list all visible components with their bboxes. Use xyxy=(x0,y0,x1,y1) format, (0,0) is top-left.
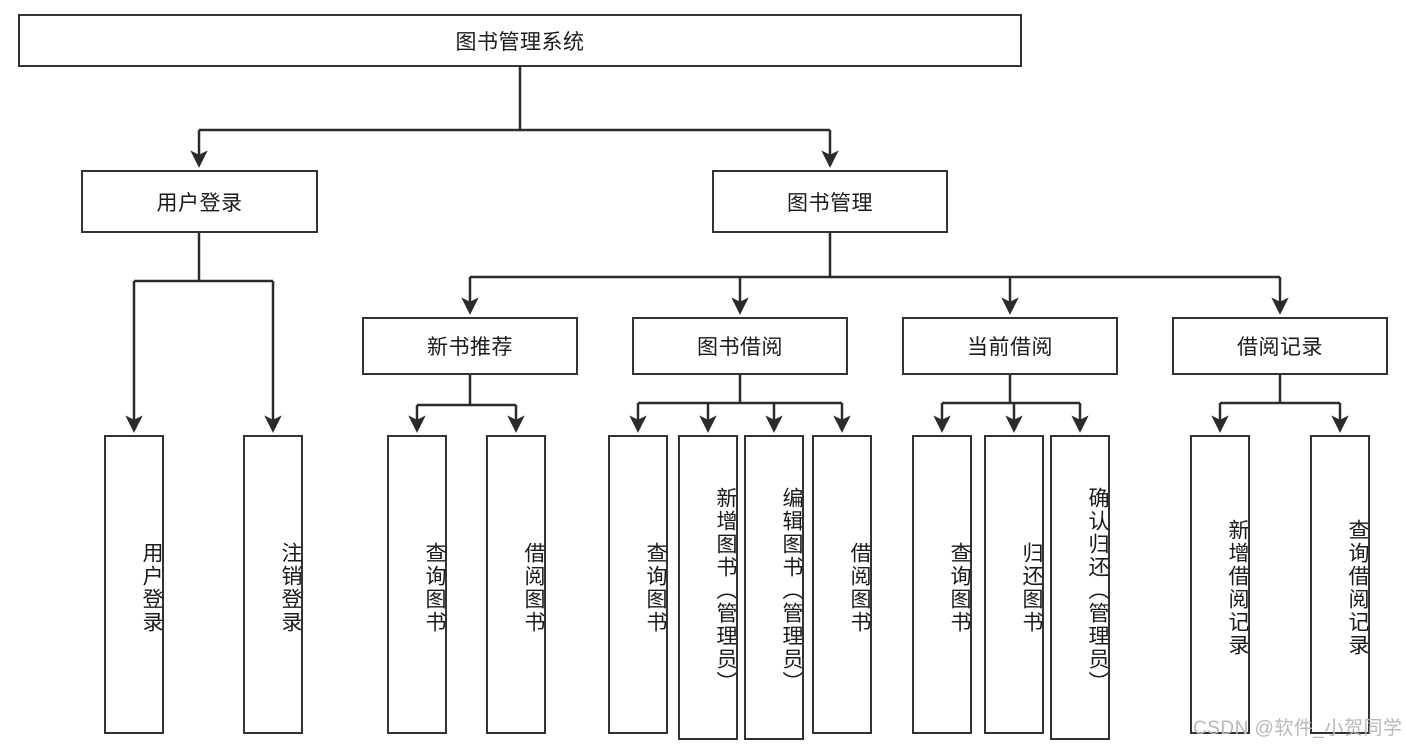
user-login-label: 用户登录 xyxy=(156,191,243,215)
root-label: 图书管理系统 xyxy=(455,30,585,54)
leaf-return-book-label: 归还图书 xyxy=(1020,541,1043,634)
leaf-user-logout-label: 注销登录 xyxy=(279,541,302,634)
book-borrow[interactable]: 图书借阅 xyxy=(632,317,848,375)
borrow-record-label: 借阅记录 xyxy=(1237,336,1323,359)
new-book-rec[interactable]: 新书推荐 xyxy=(362,317,578,375)
leaf-confirm-return-admin[interactable]: 确认归还（管理员） xyxy=(1050,435,1110,740)
user-login[interactable]: 用户登录 xyxy=(81,170,318,233)
leaf-borrow-book-bb-label: 借阅图书 xyxy=(848,541,871,634)
leaf-user-login[interactable]: 用户登录 xyxy=(104,435,164,734)
leaf-query-borrow-record[interactable]: 查询借阅记录 xyxy=(1310,435,1370,734)
root[interactable]: 图书管理系统 xyxy=(18,14,1022,67)
leaf-query-book-bb[interactable]: 查询图书 xyxy=(608,435,668,734)
borrow-record[interactable]: 借阅记录 xyxy=(1172,317,1388,375)
leaf-query-book-cb[interactable]: 查询图书 xyxy=(912,435,972,734)
book-borrow-label: 图书借阅 xyxy=(697,336,783,359)
leaf-add-book-admin[interactable]: 新增图书（管理员） xyxy=(678,435,738,740)
leaf-edit-book-admin-label: 编辑图书（管理员） xyxy=(780,487,803,694)
leaf-edit-book-admin[interactable]: 编辑图书（管理员） xyxy=(744,435,804,740)
leaf-query-borrow-record-label: 查询借阅记录 xyxy=(1346,518,1369,657)
new-book-rec-label: 新书推荐 xyxy=(427,336,513,359)
leaf-user-login-label: 用户登录 xyxy=(140,541,163,634)
leaf-query-book-rec-label: 查询图书 xyxy=(423,541,446,634)
leaf-add-borrow-record-label: 新增借阅记录 xyxy=(1226,518,1249,657)
leaf-query-book-bb-label: 查询图书 xyxy=(644,541,667,634)
leaf-add-book-admin-label: 新增图书（管理员） xyxy=(714,487,737,694)
leaf-borrow-book-rec[interactable]: 借阅图书 xyxy=(486,435,546,734)
leaf-borrow-book-bb[interactable]: 借阅图书 xyxy=(812,435,872,734)
leaf-query-book-rec[interactable]: 查询图书 xyxy=(387,435,447,734)
leaf-return-book[interactable]: 归还图书 xyxy=(984,435,1044,734)
current-borrow-label: 当前借阅 xyxy=(967,336,1053,359)
leaf-query-book-cb-label: 查询图书 xyxy=(948,541,971,634)
current-borrow[interactable]: 当前借阅 xyxy=(902,317,1118,375)
leaf-confirm-return-admin-label: 确认归还（管理员） xyxy=(1086,487,1109,694)
leaf-borrow-book-rec-label: 借阅图书 xyxy=(522,541,545,634)
leaf-add-borrow-record[interactable]: 新增借阅记录 xyxy=(1190,435,1250,734)
leaf-user-logout[interactable]: 注销登录 xyxy=(243,435,303,734)
book-manage-label: 图书管理 xyxy=(787,191,873,215)
book-manage[interactable]: 图书管理 xyxy=(712,170,948,233)
